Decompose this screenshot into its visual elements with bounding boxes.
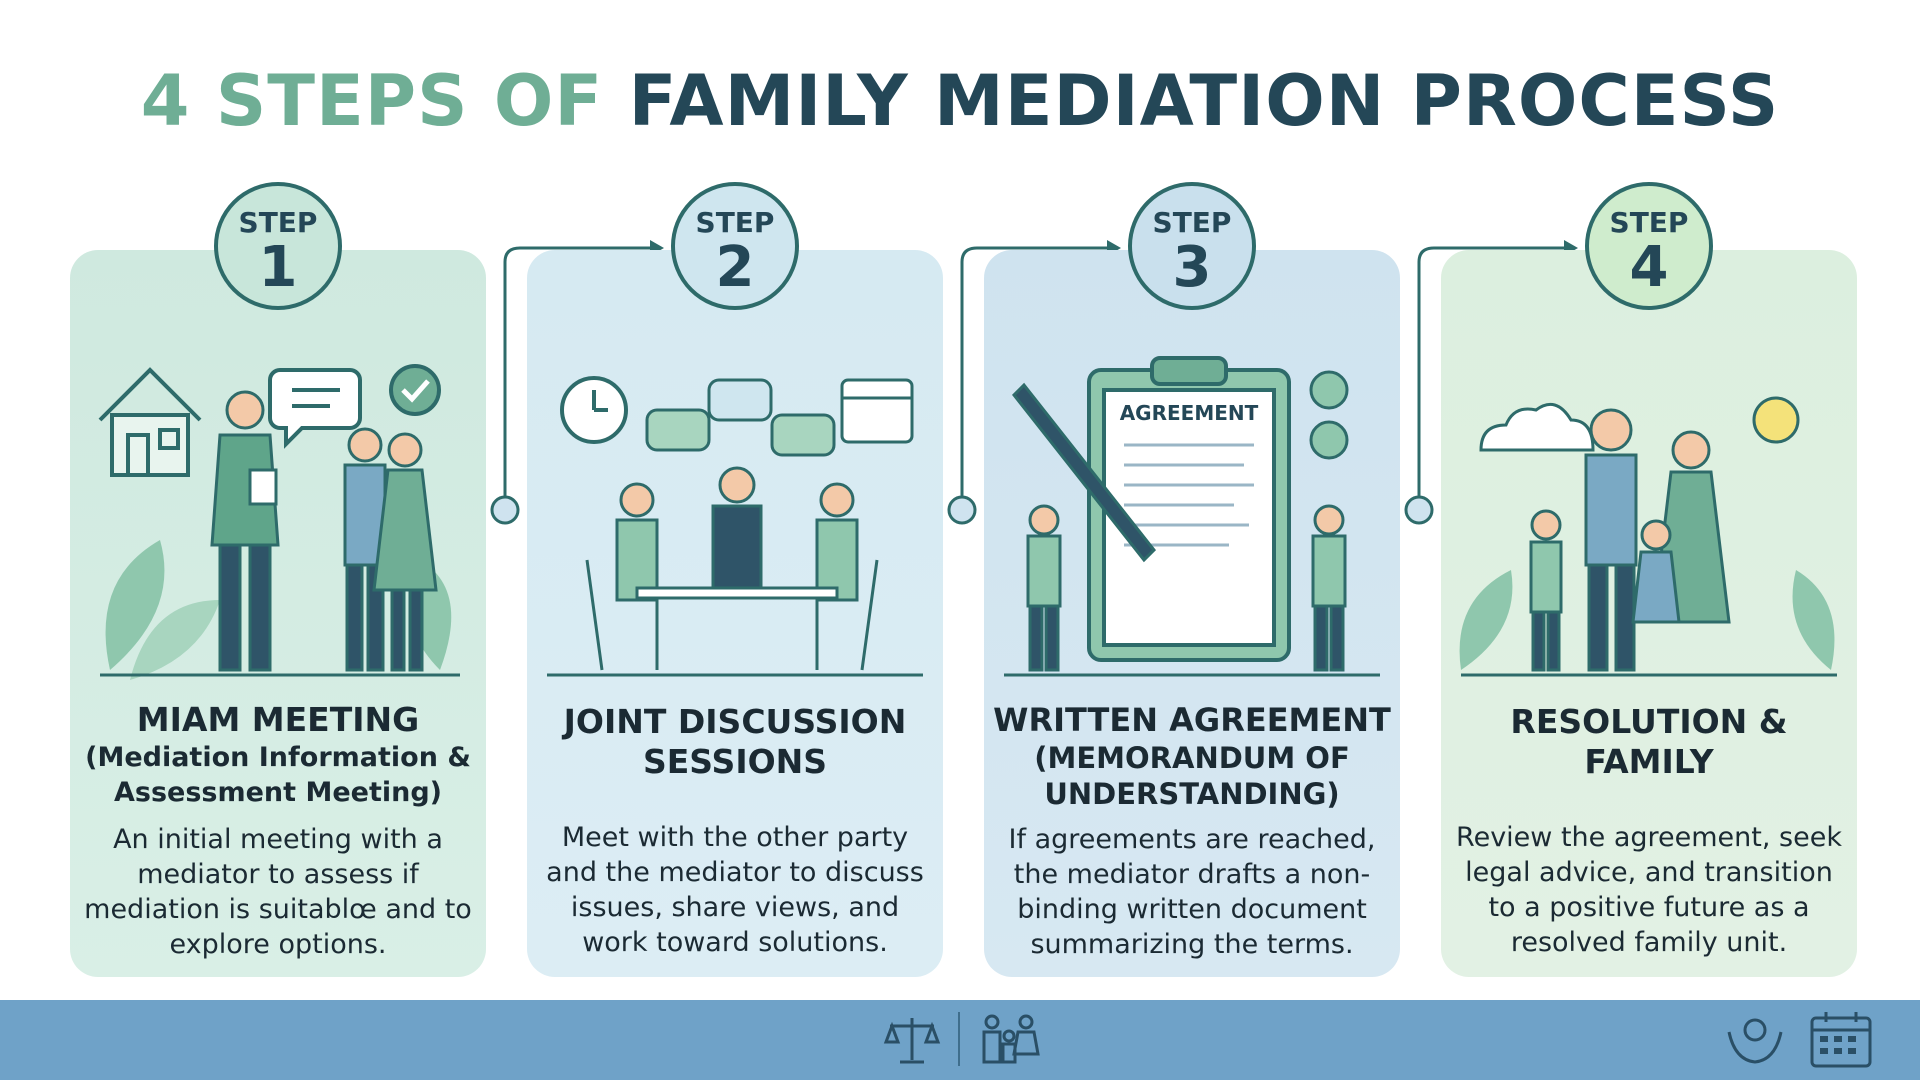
family-figures: [1529, 408, 1731, 672]
leaf-icon: [1459, 570, 1835, 670]
step-card-4: STEP 4 RESOLUTION & FAMILY: [1441, 182, 1857, 977]
person-left: [1026, 504, 1062, 672]
step-label: STEP: [238, 206, 318, 239]
connector-node-3: [1404, 495, 1434, 525]
speech-bubble-icon: [268, 368, 362, 449]
clipboard-icon: [1087, 356, 1291, 662]
step-label: STEP: [1609, 206, 1689, 239]
house-icon: [98, 367, 202, 477]
clock-icon: [560, 376, 628, 444]
written-agreement-illustration: AGREEMENT: [1004, 356, 1380, 677]
step-title: WRITTEN AGREEMENT: [993, 701, 1391, 739]
step-badge-3: STEP 3: [1128, 182, 1256, 310]
sun-icon: [1752, 396, 1800, 444]
step-number: 3: [1172, 235, 1212, 300]
step-number: 4: [1629, 235, 1669, 300]
connector-node-2: [947, 495, 977, 525]
scales-icon: [883, 1018, 941, 1064]
step-card-2: STEP 2 JOINT DISCUSSI: [527, 182, 943, 977]
step-label: STEP: [1152, 206, 1232, 239]
mediator-figure: [210, 390, 280, 672]
document-label: AGREEMENT: [1120, 401, 1259, 425]
people-at-table: [585, 466, 879, 671]
step-badge-2: STEP 2: [671, 182, 799, 310]
couple-figures: [343, 427, 438, 672]
step-description: An initial meeting with a mediator to as…: [84, 824, 472, 960]
step-subtitle: (Mediation Information & Assessment Meet…: [85, 742, 471, 808]
check-list-icon: [1309, 370, 1349, 460]
step-number: 1: [258, 235, 298, 300]
check-circle-icon: [389, 364, 441, 416]
step-subtitle: (MEMORANDUM OF UNDERSTANDING): [1034, 741, 1350, 811]
step-description: Meet with the other party and the mediat…: [546, 822, 924, 958]
resolution-family-illustration: [1459, 396, 1837, 677]
title-part-2: FAMILY MEDIATION PROCESS: [628, 60, 1780, 142]
person-right: [1311, 504, 1347, 672]
step-title: MIAM MEETING: [136, 700, 420, 739]
page-title: 4 STEPS OF FAMILY MEDIATION PROCESS: [0, 60, 1920, 142]
miam-meeting-illustration: [98, 364, 460, 680]
family-icon: [982, 1014, 1040, 1064]
step-badge-4: STEP 4: [1585, 182, 1713, 310]
title-part-1: 4 STEPS OF: [140, 60, 604, 142]
step-description: If agreements are reached, the mediator …: [1008, 824, 1376, 960]
calendar-icon: [1810, 1012, 1872, 1068]
footer-bar: [0, 1000, 1920, 1080]
step-label: STEP: [695, 206, 775, 239]
chat-bubbles-icon: [645, 378, 836, 457]
step-description: Review the agreement, seek legal advice,…: [1456, 822, 1842, 958]
hands-heart-icon: [1727, 1018, 1783, 1064]
step-title: JOINT DISCUSSION SESSIONS: [563, 702, 907, 781]
step-card-3: STEP 3 AGREEMENT: [984, 182, 1400, 977]
step-badge-1: STEP 1: [214, 182, 342, 310]
pen-icon: [1011, 382, 1157, 563]
step-card-1: STEP 1: [70, 182, 486, 977]
joint-discussion-illustration: [547, 376, 923, 677]
step-title: RESOLUTION & FAMILY: [1510, 702, 1788, 781]
cloud-icon: [1479, 402, 1595, 452]
step-number: 2: [715, 235, 755, 300]
connector-node-1: [490, 495, 520, 525]
footer-divider: [958, 1012, 960, 1066]
calendar-icon: [840, 378, 914, 444]
